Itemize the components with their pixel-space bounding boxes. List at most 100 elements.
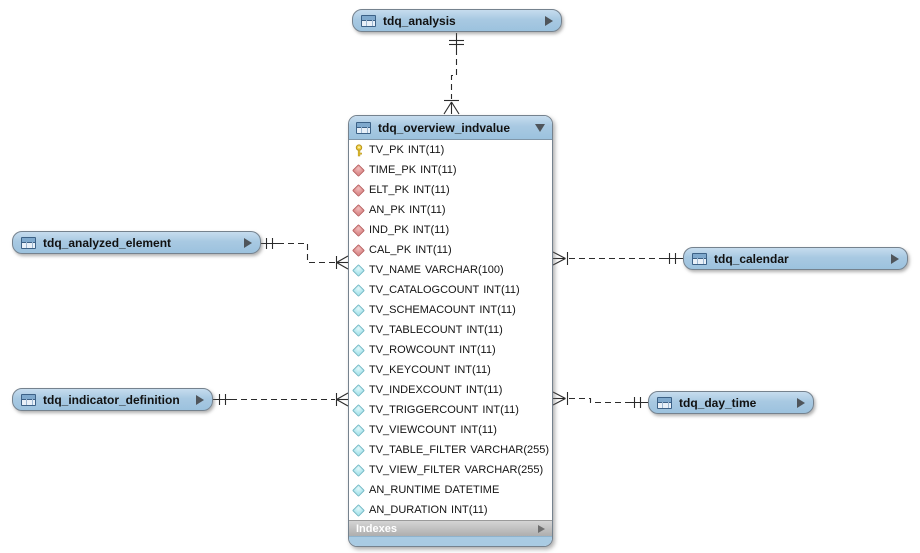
column-row[interactable]: AN_RUNTIME DATETIME	[349, 480, 552, 500]
column-row[interactable]: TIME_PK INT(11)	[349, 160, 552, 180]
column-name: AN_PK	[369, 204, 406, 216]
expand-arrow-icon[interactable]	[545, 15, 553, 26]
indexes-label: Indexes	[356, 522, 397, 535]
column-row[interactable]: CAL_PK INT(11)	[349, 240, 552, 260]
column-diamond-icon	[352, 463, 365, 477]
column-row[interactable]: TV_NAME VARCHAR(100)	[349, 260, 552, 280]
column-type: INT(11)	[482, 404, 519, 416]
collapse-arrow-icon[interactable]	[535, 123, 545, 132]
column-name: TV_TABLE_FILTER	[369, 444, 467, 456]
column-name: TV_TRIGGERCOUNT	[369, 404, 479, 416]
table-title: tdq_day_time	[679, 395, 757, 410]
column-name: TV_INDEXCOUNT	[369, 384, 462, 396]
table-title: tdq_calendar	[714, 251, 789, 266]
column-row[interactable]: TV_TRIGGERCOUNT INT(11)	[349, 400, 552, 420]
column-type: DATETIME	[444, 484, 500, 496]
column-list: TV_PK INT(11) TIME_PK INT(11) ELT_PK INT…	[349, 140, 552, 520]
column-name: CAL_PK	[369, 244, 412, 256]
column-diamond-icon	[352, 283, 365, 297]
column-type: INT(11)	[451, 504, 488, 516]
column-type: INT(11)	[407, 144, 445, 156]
column-row[interactable]: TV_TABLECOUNT INT(11)	[349, 320, 552, 340]
column-type: INT(11)	[459, 344, 496, 356]
relationship-overview-calendar[interactable]	[552, 251, 683, 266]
column-name: TIME_PK	[369, 164, 417, 176]
column-name: TV_VIEW_FILTER	[369, 464, 461, 476]
relationship-indicator-definition-overview[interactable]	[213, 392, 349, 407]
table-icon	[21, 393, 36, 406]
column-row[interactable]: TV_INDEXCOUNT INT(11)	[349, 380, 552, 400]
foreign-key-icon	[352, 183, 365, 197]
column-name: TV_TABLECOUNT	[369, 324, 463, 336]
column-name: TV_ROWCOUNT	[369, 344, 456, 356]
table-icon	[361, 14, 376, 27]
relationship-analysis-overview[interactable]	[443, 33, 464, 115]
table-title: tdq_analyzed_element	[43, 235, 172, 250]
table-tdq-analysis[interactable]: tdq_analysis	[352, 9, 562, 32]
column-type: INT(11)	[415, 244, 452, 256]
column-diamond-icon	[352, 323, 365, 337]
column-row[interactable]: TV_ROWCOUNT INT(11)	[349, 340, 552, 360]
column-diamond-icon	[352, 303, 365, 317]
column-row[interactable]: TV_TABLE_FILTER VARCHAR(255)	[349, 440, 552, 460]
table-tdq-day-time[interactable]: tdq_day_time	[648, 391, 814, 414]
expand-arrow-icon[interactable]	[244, 237, 252, 248]
column-name: TV_NAME	[369, 264, 421, 276]
foreign-key-icon	[352, 223, 365, 237]
column-type: INT(11)	[409, 204, 446, 216]
table-tdq-indicator-definition[interactable]: tdq_indicator_definition	[12, 388, 213, 411]
table-tdq-calendar[interactable]: tdq_calendar	[683, 247, 908, 270]
column-name: AN_DURATION	[369, 504, 448, 516]
foreign-key-icon	[352, 203, 365, 217]
table-tdq-overview-indvalue[interactable]: tdq_overview_indvalue TV_PK INT(11)	[348, 115, 553, 547]
column-diamond-icon	[352, 343, 365, 357]
column-name: TV_PK	[369, 144, 404, 156]
primary-key-icon	[353, 143, 365, 157]
column-type: INT(11)	[454, 364, 491, 376]
column-type: INT(11)	[420, 164, 457, 176]
column-row[interactable]: AN_PK INT(11)	[349, 200, 552, 220]
column-type: VARCHAR(255)	[470, 444, 550, 456]
foreign-key-icon	[352, 243, 365, 257]
column-type: INT(11)	[466, 324, 503, 336]
relationship-analyzed-element-overview[interactable]	[261, 238, 349, 270]
column-row[interactable]: TV_SCHEMACOUNT INT(11)	[349, 300, 552, 320]
foreign-key-icon	[352, 163, 365, 177]
column-name: TV_KEYCOUNT	[369, 364, 451, 376]
table-header[interactable]: tdq_overview_indvalue	[349, 116, 552, 140]
column-row[interactable]: AN_DURATION INT(11)	[349, 500, 552, 520]
table-icon	[21, 236, 36, 249]
expand-arrow-icon[interactable]	[891, 253, 899, 264]
column-name: ELT_PK	[369, 184, 410, 196]
expand-arrow-icon[interactable]	[196, 394, 204, 405]
table-tdq-analyzed-element[interactable]: tdq_analyzed_element	[12, 231, 261, 254]
table-icon	[657, 396, 672, 409]
column-row[interactable]: TV_CATALOGCOUNT INT(11)	[349, 280, 552, 300]
column-row[interactable]: TV_VIEWCOUNT INT(11)	[349, 420, 552, 440]
column-diamond-icon	[352, 403, 365, 417]
column-row[interactable]: TV_KEYCOUNT INT(11)	[349, 360, 552, 380]
column-diamond-icon	[352, 503, 365, 517]
table-icon	[692, 252, 707, 265]
indexes-section[interactable]: Indexes	[349, 520, 552, 536]
column-type: INT(11)	[465, 384, 503, 396]
column-row[interactable]: IND_PK INT(11)	[349, 220, 552, 240]
column-row[interactable]: TV_VIEW_FILTER VARCHAR(255)	[349, 460, 552, 480]
expand-arrow-icon[interactable]	[797, 397, 805, 408]
column-row[interactable]: TV_PK INT(11)	[349, 140, 552, 160]
column-name: TV_VIEWCOUNT	[369, 424, 457, 436]
column-diamond-icon	[352, 443, 365, 457]
expand-arrow-icon[interactable]	[538, 524, 545, 533]
column-diamond-icon	[352, 263, 365, 277]
table-title: tdq_overview_indvalue	[378, 120, 511, 135]
column-diamond-icon	[352, 383, 365, 397]
table-icon	[356, 121, 371, 134]
column-name: IND_PK	[369, 224, 409, 236]
column-row[interactable]: ELT_PK INT(11)	[349, 180, 552, 200]
relationship-overview-day-time[interactable]	[552, 391, 648, 408]
column-type: VARCHAR(100)	[424, 264, 504, 276]
table-bottom-strip	[349, 536, 552, 546]
column-diamond-icon	[352, 423, 365, 437]
column-name: AN_RUNTIME	[369, 484, 441, 496]
